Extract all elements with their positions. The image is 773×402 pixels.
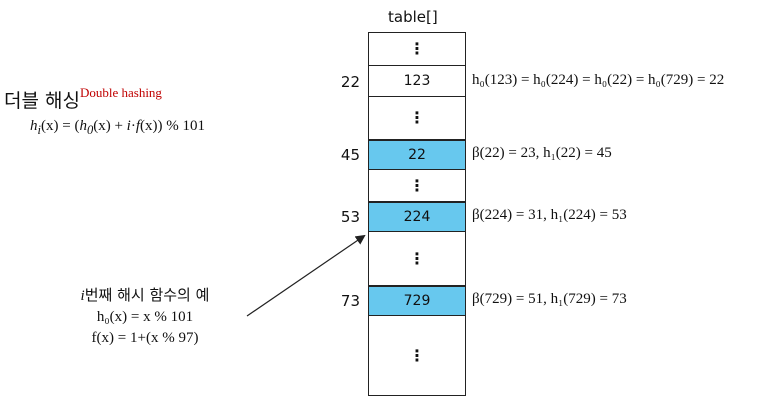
formula-h: h xyxy=(30,118,38,134)
vdots: ⋮ xyxy=(409,345,425,365)
vdots: ⋮ xyxy=(409,108,425,127)
annotation-224: β(224) = 31, h₁(224) = 53 xyxy=(472,207,627,223)
cell-value: 123 xyxy=(403,73,431,89)
example-i: i xyxy=(80,288,85,304)
example-heading: 번째 해시 함수의 예 xyxy=(84,286,210,304)
formula-eq: = ( xyxy=(58,118,80,134)
cell-value: 729 xyxy=(403,293,431,309)
formula-i: i xyxy=(126,118,131,134)
example-line-1: i번째 해시 함수의 예 xyxy=(40,285,250,307)
double-hash-formula: hi(x) = (h0(x) + i·f(x)) % 101 xyxy=(30,118,205,138)
formula-h0: h xyxy=(79,118,87,134)
index-45: 45 xyxy=(340,146,360,164)
cell-value: 224 xyxy=(403,209,431,225)
title-english: Double hashing xyxy=(79,84,162,100)
table-cell-dots-4: ⋮ xyxy=(368,232,466,286)
example-line-2: h₀(x) = x % 101 xyxy=(96,309,194,325)
table-cell-22: 22 xyxy=(368,140,466,170)
formula-arg: (x) xyxy=(40,118,59,134)
index-53: 53 xyxy=(340,208,360,226)
vdots: ⋮ xyxy=(409,175,425,195)
formula-f-arg: (x)) % 101 xyxy=(140,118,205,134)
formula-h0-arg: (x) + xyxy=(93,118,127,134)
vdots: ⋮ xyxy=(409,39,425,58)
title-korean: 더블 해싱 xyxy=(4,90,80,112)
formula-sub-i: i xyxy=(37,123,41,137)
table-cell-dots-3: ⋮ xyxy=(368,170,466,202)
annotation-123: h₀(123) = h₀(224) = h₀(22) = h₀(729) = 2… xyxy=(472,72,725,88)
table-cell-123: 123 xyxy=(368,66,466,97)
example-hash-functions: i번째 해시 함수의 예 h₀(x) = x % 101 f(x) = 1+(x… xyxy=(40,285,250,349)
table-cell-224: 224 xyxy=(368,202,466,232)
table-cell-dots-5: ⋮ xyxy=(368,316,466,396)
arrow-line xyxy=(246,234,366,317)
table-label: table[] xyxy=(388,8,438,26)
vdots: ⋮ xyxy=(409,248,425,268)
index-22: 22 xyxy=(340,73,360,91)
example-line-3: f(x) = 1+(x % 97) xyxy=(91,330,199,346)
formula-f: f xyxy=(135,118,140,134)
annotation-729: β(729) = 51, h₁(729) = 73 xyxy=(472,291,627,307)
formula-sub-0: 0 xyxy=(86,123,94,137)
table-cell-dots-1: ⋮ xyxy=(368,32,466,66)
annotation-22: β(22) = 23, h₁(22) = 45 xyxy=(472,145,612,161)
table-cell-729: 729 xyxy=(368,286,466,316)
table-cell-dots-2: ⋮ xyxy=(368,97,466,140)
index-73: 73 xyxy=(340,292,360,310)
cell-value: 22 xyxy=(408,147,426,163)
diagram-title: 더블 해싱Double hashing xyxy=(4,84,162,113)
formula-dot: · xyxy=(130,118,136,134)
